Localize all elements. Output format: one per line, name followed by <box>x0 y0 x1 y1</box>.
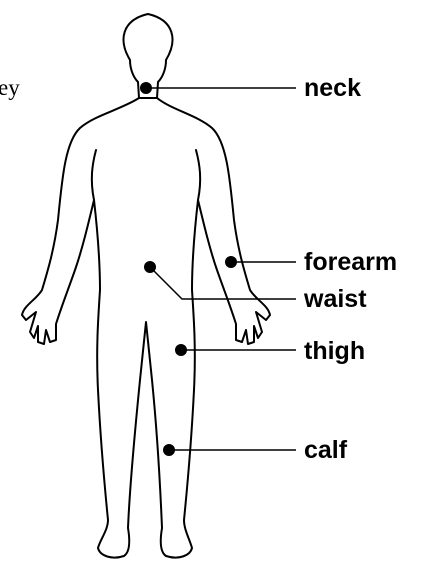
calf-marker <box>163 444 175 456</box>
waist-leader-line <box>150 267 296 299</box>
waist-marker <box>144 261 156 273</box>
left-inner-arm-line <box>92 150 96 200</box>
thigh-label: thigh <box>304 339 365 364</box>
body-outline <box>22 98 270 558</box>
neck-label: neck <box>304 76 361 101</box>
forearm-label: forearm <box>304 250 397 275</box>
neck-marker <box>140 82 152 94</box>
right-inner-arm-line <box>196 150 200 200</box>
thigh-marker <box>175 344 187 356</box>
waist-label: waist <box>304 287 367 312</box>
calf-label: calf <box>304 438 347 463</box>
cropped-text-fragment: ey <box>0 76 20 99</box>
forearm-marker <box>225 256 237 268</box>
